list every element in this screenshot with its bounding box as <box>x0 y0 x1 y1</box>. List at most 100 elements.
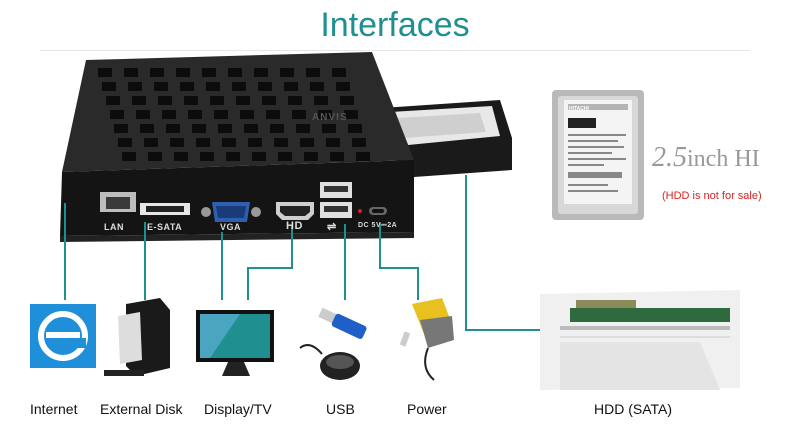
vent-slot <box>262 96 276 105</box>
vent-slot <box>274 138 288 147</box>
power-adapter-icon <box>399 298 454 381</box>
vent-slot <box>304 152 318 161</box>
vent-slot <box>254 68 268 77</box>
vent-slot <box>348 124 362 133</box>
vent-slot <box>122 152 136 161</box>
vent-slot <box>132 96 146 105</box>
vent-slot <box>244 124 258 133</box>
vent-slot <box>252 152 266 161</box>
vent-slot <box>202 68 216 77</box>
vent-slot <box>192 124 206 133</box>
vent-slot <box>188 110 202 119</box>
hdmi-port <box>276 202 314 220</box>
label-external-disk: External Disk <box>100 401 183 417</box>
vent-slot <box>144 138 158 147</box>
vent-slot <box>218 124 232 133</box>
hdd-not-for-sale-note: (HDD is not for sale) <box>662 190 762 202</box>
dc-label: DC 5V⎓2A <box>358 222 398 229</box>
vent-slot <box>162 110 176 119</box>
vent-slot <box>170 138 184 147</box>
vent-slot <box>148 152 162 161</box>
title-divider <box>40 50 750 51</box>
vent-slot <box>352 138 366 147</box>
display-icon <box>196 310 274 376</box>
lan-port <box>100 192 136 212</box>
vent-slot <box>140 124 154 133</box>
usb-ports <box>320 182 352 218</box>
vent-slot <box>322 124 336 133</box>
vga-port <box>201 202 261 222</box>
hdd-size: 2.5inch HI <box>652 142 760 174</box>
vent-slot <box>318 110 332 119</box>
vent-slot <box>278 152 292 161</box>
vent-slot <box>114 124 128 133</box>
vent-slot <box>226 152 240 161</box>
vent-slot <box>326 138 340 147</box>
vent-slot <box>270 124 284 133</box>
vent-slot <box>300 138 314 147</box>
label-hdd-sata: HDD (SATA) <box>594 401 673 417</box>
esata-port <box>140 203 190 215</box>
vent-slot <box>266 110 280 119</box>
vent-grille <box>98 68 370 161</box>
label-internet: Internet <box>30 401 78 417</box>
brand-watermark: ANVIS <box>312 112 348 123</box>
vent-slot <box>314 96 328 105</box>
vent-slot <box>136 110 150 119</box>
vent-slot <box>310 82 324 91</box>
vent-slot <box>336 82 350 91</box>
vent-slot <box>214 110 228 119</box>
vent-slot <box>292 110 306 119</box>
vent-slot <box>284 82 298 91</box>
hdd-tray <box>382 100 512 178</box>
vent-slot <box>102 82 116 91</box>
vent-slot <box>232 82 246 91</box>
vent-slot <box>174 152 188 161</box>
vent-slot <box>184 96 198 105</box>
vent-slot <box>296 124 310 133</box>
hd-label: HD <box>286 220 303 232</box>
vent-slot <box>128 82 142 91</box>
vent-slot <box>280 68 294 77</box>
external-disk-icon <box>104 298 170 376</box>
vent-slot <box>222 138 236 147</box>
vent-slot <box>200 152 214 161</box>
vent-slot <box>206 82 220 91</box>
vent-slot <box>248 138 262 147</box>
vent-slot <box>166 124 180 133</box>
vent-slot <box>158 96 172 105</box>
vent-slot <box>356 152 370 161</box>
vent-slot <box>330 152 344 161</box>
connector-lines <box>64 175 540 331</box>
vent-slot <box>176 68 190 77</box>
vent-slot <box>236 96 250 105</box>
vent-slot <box>180 82 194 91</box>
vent-slot <box>332 68 346 77</box>
label-display: Display/TV <box>204 401 272 417</box>
vent-slot <box>306 68 320 77</box>
esata-label: E-SATA <box>147 222 183 232</box>
vent-slot <box>344 110 358 119</box>
label-power: Power <box>407 401 447 417</box>
usb-devices-icon <box>299 307 367 380</box>
vent-slot <box>228 68 242 77</box>
internet-icon <box>30 304 96 368</box>
connection-icons <box>30 290 740 390</box>
vent-slot <box>196 138 210 147</box>
vga-label: VGA <box>220 222 242 232</box>
hdd-photo <box>552 90 644 220</box>
vent-slot <box>118 138 132 147</box>
vent-slot <box>258 82 272 91</box>
hdd-sata-icon <box>540 290 740 390</box>
page-title: Interfaces <box>320 6 470 44</box>
vent-slot <box>124 68 138 77</box>
vent-slot <box>150 68 164 77</box>
lan-label: LAN <box>104 222 124 232</box>
usb-symbol: ⇌ <box>327 221 337 233</box>
vent-slot <box>240 110 254 119</box>
hdd-size-number: 2.5 <box>652 142 687 173</box>
vent-slot <box>288 96 302 105</box>
dc-port <box>358 207 387 215</box>
vent-slot <box>154 82 168 91</box>
